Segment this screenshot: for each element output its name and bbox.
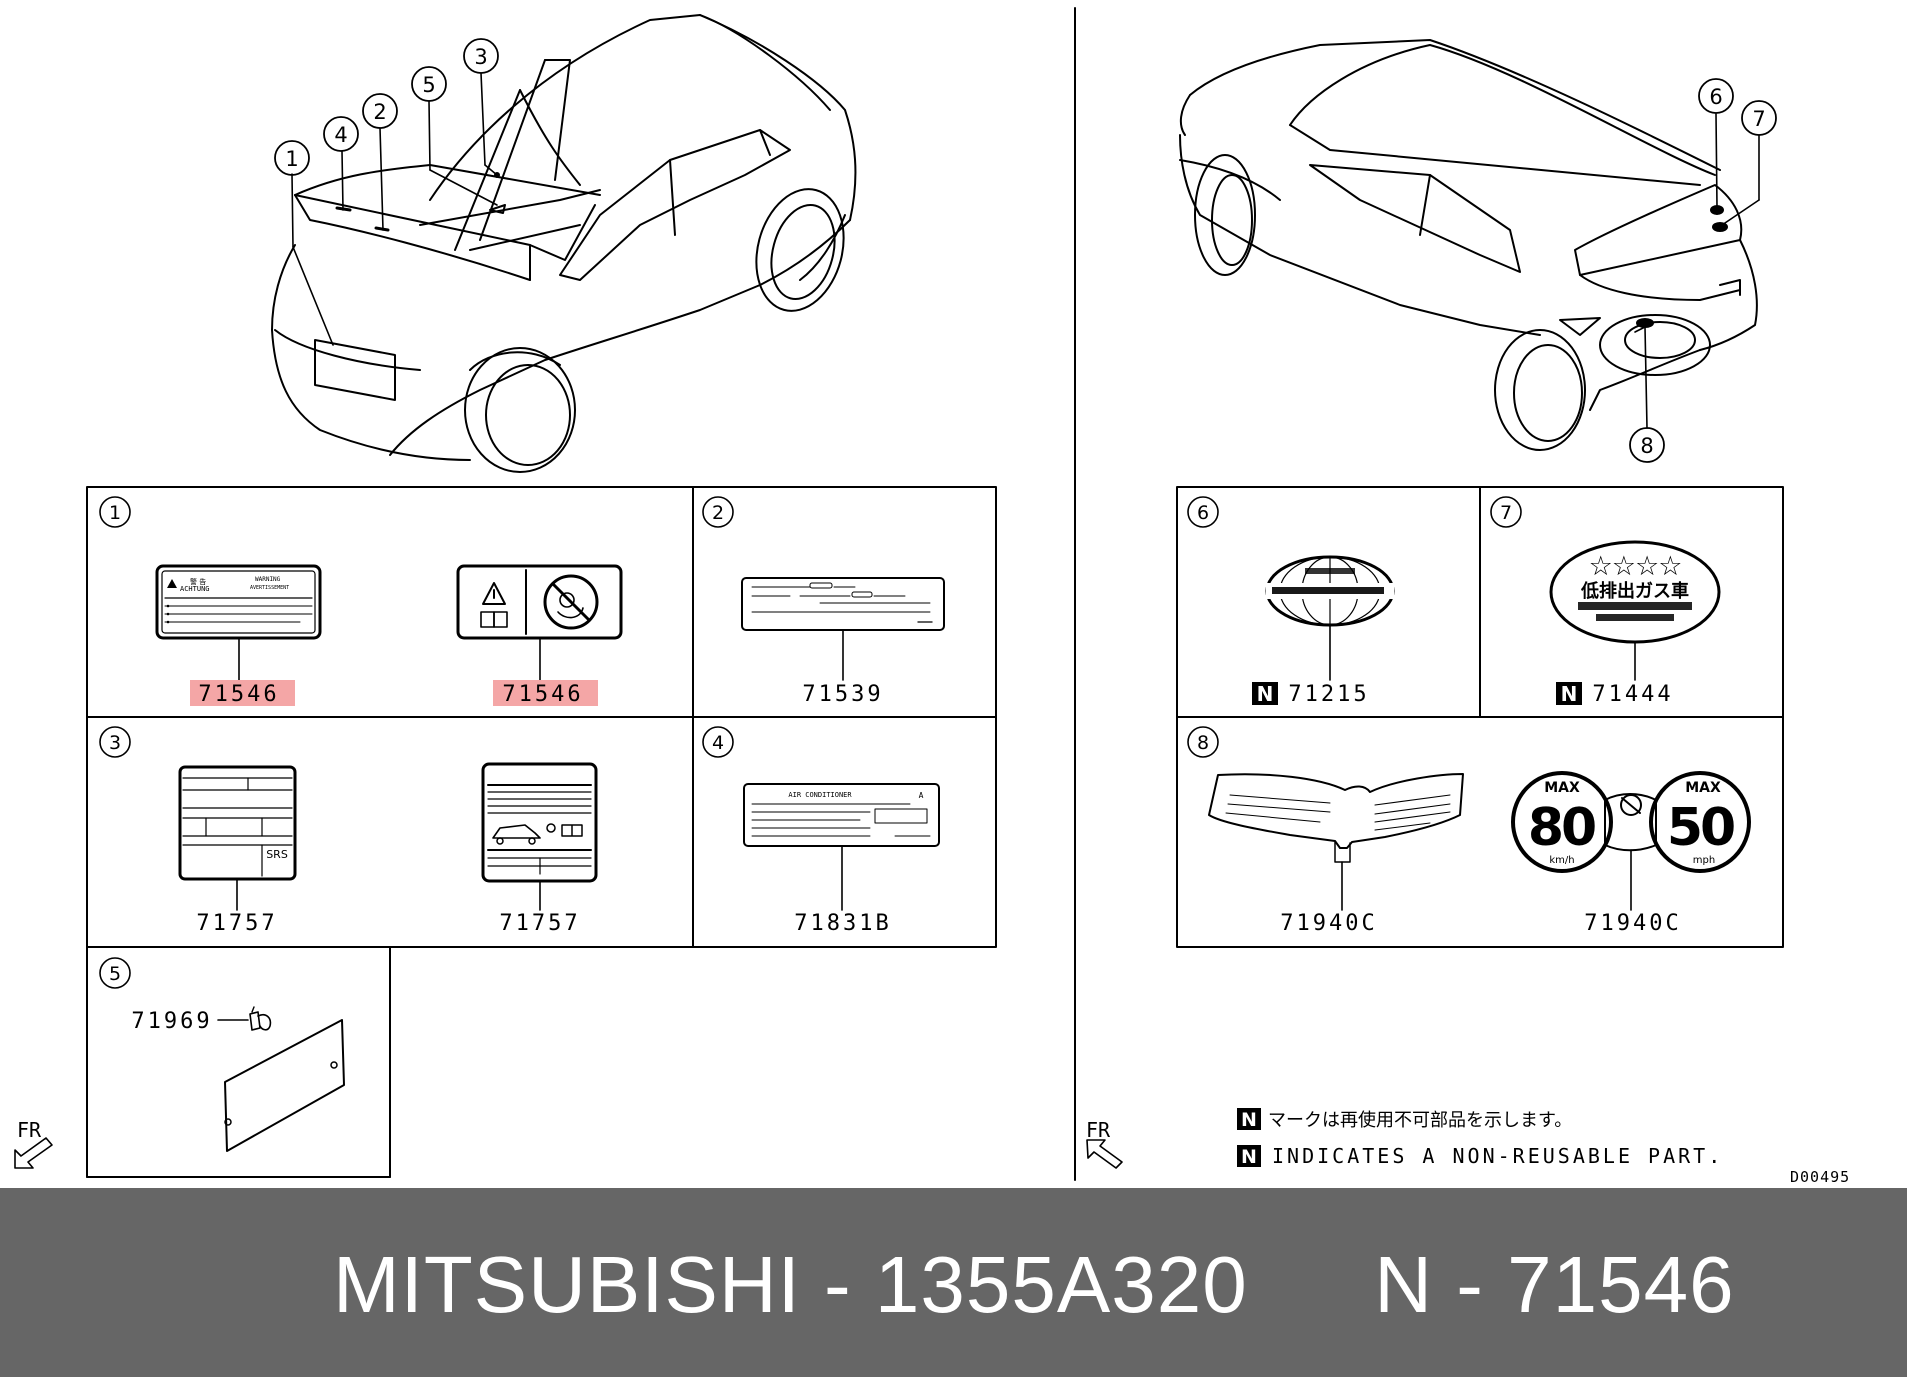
non-reusable-badge-71215 bbox=[1252, 682, 1278, 705]
speed-value-left: 80 bbox=[1528, 798, 1595, 858]
info-strip-label bbox=[741, 577, 945, 681]
achtung-text: ACHTUNG bbox=[180, 585, 210, 593]
callout-1: 1 bbox=[285, 147, 298, 171]
box-2-number: 2 bbox=[712, 502, 724, 524]
banner-sep-2: - bbox=[1456, 1240, 1484, 1329]
front-vehicle-illustration bbox=[271, 14, 857, 473]
left-parts-table bbox=[86, 486, 997, 1178]
callout-6: 6 bbox=[1709, 85, 1722, 109]
legend-symbol-en: N bbox=[1241, 1146, 1257, 1168]
airbag-pictogram-label bbox=[456, 564, 623, 681]
callout-8: 8 bbox=[1640, 434, 1653, 458]
speed-value-right: 50 bbox=[1667, 798, 1734, 858]
banner-text: MITSUBISHI - 1355A320 N - 71546 bbox=[333, 1245, 1735, 1325]
front-callout-leaders bbox=[291, 72, 498, 346]
callout-2: 2 bbox=[373, 100, 386, 124]
air-conditioner-label: AIR CONDITIONER A bbox=[743, 783, 940, 911]
non-reusable-badge-71444 bbox=[1556, 682, 1582, 705]
callout-7: 7 bbox=[1752, 107, 1765, 131]
speed-max-right: MAX bbox=[1685, 780, 1721, 796]
part-71757-b[interactable]: 71757 bbox=[499, 911, 580, 936]
left-box-numbers: 1 2 3 4 5 bbox=[99, 496, 734, 989]
non-reusable-symbol-71444: N bbox=[1561, 682, 1578, 706]
banner-ref-number: 71546 bbox=[1507, 1240, 1735, 1329]
box-8-number: 8 bbox=[1197, 732, 1209, 754]
tire-warning-strip bbox=[1208, 773, 1464, 911]
fr-label-right: FR bbox=[1086, 1118, 1111, 1142]
srs-text: SRS bbox=[266, 848, 288, 861]
front-callouts: 1 4 2 5 3 bbox=[274, 38, 499, 176]
rear-callout-leaders bbox=[1634, 113, 1760, 429]
fr-arrow-right: FR bbox=[1086, 1118, 1123, 1169]
legend-badge-jp bbox=[1237, 1108, 1261, 1130]
legend-line-jp: マークは再使用不可部品を示します。 bbox=[1268, 1110, 1572, 1131]
warning-label-illustration: 警 告 WARNING ACHTUNG AVERTISSEMENT bbox=[155, 564, 322, 681]
low-emission-emblem: ☆☆☆☆ 低排出ガス車 bbox=[1549, 540, 1721, 681]
rear-callouts: 6 7 8 bbox=[1629, 78, 1777, 463]
fr-arrow-left: FR bbox=[14, 1118, 53, 1169]
part-71969[interactable]: 71969 bbox=[131, 1009, 212, 1034]
banner-part-number: 1355A320 bbox=[874, 1240, 1248, 1329]
box-6-number: 6 bbox=[1197, 502, 1209, 524]
box-1-number: 1 bbox=[109, 502, 121, 524]
banner-sep-1: - bbox=[824, 1240, 852, 1329]
air-conditioner-text: AIR CONDITIONER bbox=[788, 791, 852, 799]
part-71546-highlight-b bbox=[493, 680, 598, 706]
callout-5: 5 bbox=[422, 73, 435, 97]
parts-diagram: 1 4 2 5 3 bbox=[14, 7, 1850, 1186]
non-reusable-legend: N マークは再使用不可部品を示します。 N INDICATES A NON-RE… bbox=[1237, 1108, 1723, 1168]
part-71546-highlight-a bbox=[190, 680, 295, 706]
speed-max-left: MAX bbox=[1544, 780, 1580, 796]
rear-vehicle-illustration bbox=[1179, 39, 1758, 451]
right-parts-table bbox=[1176, 486, 1784, 948]
clip-and-plate-illustration: 71969 bbox=[131, 1006, 345, 1152]
part-71831B[interactable]: 71831B bbox=[794, 911, 891, 936]
tire-placard-label: SRS bbox=[178, 765, 297, 911]
box-4-number: 4 bbox=[712, 732, 724, 754]
callout-3: 3 bbox=[474, 45, 487, 69]
clip-icon bbox=[249, 1011, 261, 1031]
part-banner: MITSUBISHI - 1355A320 N - 71546 bbox=[0, 1188, 1907, 1377]
plate-icon bbox=[224, 1019, 345, 1152]
non-reusable-symbol-71215: N bbox=[1257, 682, 1274, 706]
legend-line-en: INDICATES A NON-REUSABLE PART. bbox=[1272, 1144, 1723, 1168]
legend-symbol-jp: N bbox=[1241, 1109, 1257, 1131]
emission-standard-emblem bbox=[1265, 555, 1395, 681]
warning-en-text: WARNING bbox=[255, 576, 281, 583]
part-71546-b[interactable]: 71546 bbox=[502, 682, 583, 707]
ac-letter-text: A bbox=[919, 791, 924, 800]
callout-4: 4 bbox=[334, 123, 347, 147]
part-71546-a[interactable]: 71546 bbox=[198, 682, 279, 707]
part-71215[interactable]: 71215 bbox=[1288, 682, 1369, 707]
legend-badge-en bbox=[1237, 1145, 1261, 1167]
box-7-number: 7 bbox=[1500, 502, 1512, 524]
part-71444[interactable]: 71444 bbox=[1592, 682, 1673, 707]
right-box-numbers: 6 7 8 bbox=[1187, 496, 1522, 758]
part-71940C-b[interactable]: 71940C bbox=[1584, 911, 1681, 936]
low-emission-text: 低排出ガス車 bbox=[1580, 580, 1689, 602]
speed-limit-label: MAX 80 km/h MAX 50 mph bbox=[1511, 771, 1751, 911]
part-71757-a[interactable]: 71757 bbox=[196, 911, 277, 936]
door-pillar-label bbox=[481, 762, 598, 911]
part-71940C-a[interactable]: 71940C bbox=[1280, 911, 1377, 936]
fr-label-left: FR bbox=[17, 1118, 42, 1142]
banner-manufacturer: MITSUBISHI bbox=[333, 1240, 801, 1329]
avertissement-text: AVERTISSEMENT bbox=[250, 585, 289, 591]
warning-jp-text: 警 告 bbox=[190, 577, 206, 586]
diagram-id: D00495 bbox=[1790, 1168, 1850, 1186]
box-3-number: 3 bbox=[109, 732, 121, 754]
part-71539[interactable]: 71539 bbox=[802, 682, 883, 707]
star-rating-text: ☆☆☆☆ bbox=[1589, 551, 1682, 582]
banner-ref-prefix: N bbox=[1374, 1240, 1433, 1329]
box-5-number: 5 bbox=[109, 963, 121, 985]
speed-unit-right: mph bbox=[1693, 855, 1715, 866]
speed-unit-left: km/h bbox=[1549, 855, 1574, 866]
